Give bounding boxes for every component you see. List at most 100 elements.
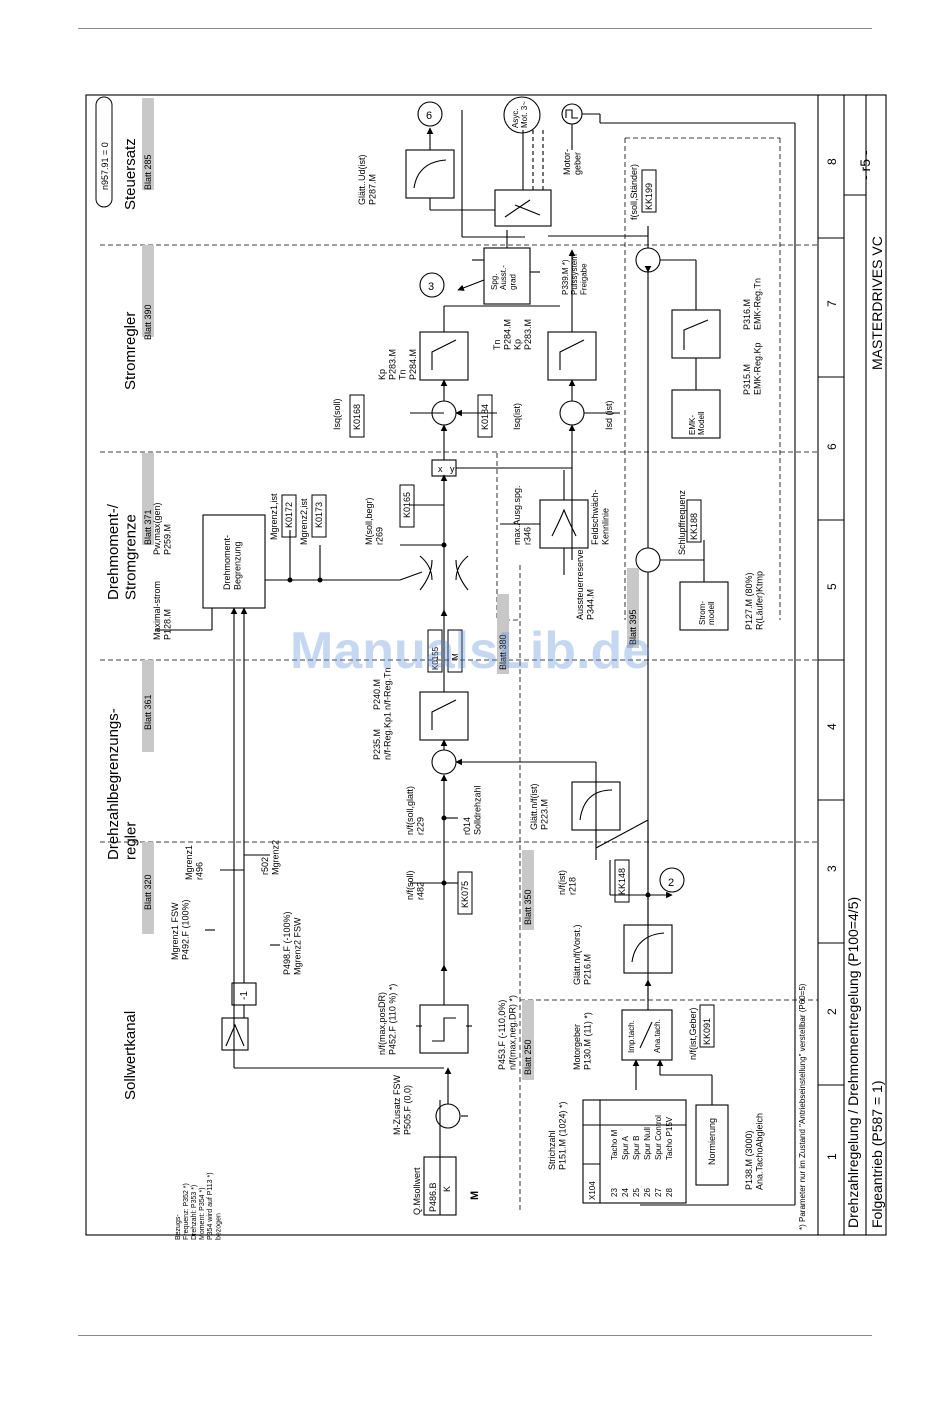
p339: P339.M *)PulssystemFreigabe — [561, 254, 588, 295]
kk075-box — [457, 871, 473, 915]
k0173-box — [311, 494, 327, 538]
emk-model-block — [671, 389, 721, 439]
encoder-pin: 25 — [632, 1188, 641, 1197]
k0184-box — [477, 394, 493, 438]
encoder-pin: 28 — [665, 1188, 674, 1197]
encoder-pin: 23 — [610, 1188, 619, 1197]
column-number: 1 — [825, 1153, 839, 1160]
p240: P240.Mn/f-Reg.Tn — [372, 667, 392, 710]
column-number: 4 — [825, 723, 839, 730]
kp-tn-d: TnP284.MKpP283.M — [492, 319, 533, 350]
current-controller-d-block — [547, 331, 597, 381]
maximalstrom: Maximal-stromP128.M — [152, 581, 172, 640]
encoder-pin: 24 — [621, 1188, 630, 1197]
limiter-pos: n/f(max,posDR)P452.F (110 %) *) — [377, 984, 397, 1055]
encoder-signal: Spur Null — [643, 1127, 652, 1160]
kk148-box — [614, 859, 630, 903]
p315: P315.MEMK-Reg.Kp — [742, 342, 762, 395]
kk199: KK199 — [644, 183, 654, 210]
encoder-signal: Spur A — [621, 1135, 630, 1160]
section-steuersatz: Steuersatz — [122, 138, 139, 210]
watermark: ManualsLib.de — [290, 622, 651, 680]
glatt-vorst: Glätt.n/f(Vorst.)P216.M — [572, 924, 592, 985]
m-circle-label: M — [469, 1191, 481, 1200]
kk091-box — [699, 1004, 715, 1048]
blatt-380: Blatt 380 — [498, 634, 508, 670]
mgrenz2-ist: Mgrenz2,ist — [299, 498, 309, 545]
product-name: MASTERDRIVES VC — [869, 236, 885, 370]
limiter-neg: P453.F (-110,0%)n/f(max,neg.DR) *) — [497, 995, 517, 1070]
mgrenz1-fsw: Mgrenz1 FSWP492.F (100%) — [170, 899, 190, 960]
kp-tn-q: KpP283.MTnP284.M — [377, 349, 418, 380]
p138: P138.M (3000)Ana.TachoAbgleich — [744, 1113, 764, 1190]
blatt-371: Blatt 371 — [143, 509, 153, 545]
normierung: Normierung — [707, 1118, 717, 1165]
schlupffrequenz: Schlupffrequenz — [677, 490, 687, 555]
blatt-395: Blatt 395 — [628, 609, 638, 645]
pw-max: Pw,max(gen)P259.M — [152, 502, 172, 555]
encoder-pin: 27 — [654, 1188, 663, 1197]
sheet-number: - r5 - — [857, 150, 873, 180]
k0168: K0168 — [352, 404, 362, 430]
r014: r014Solldrehzahl — [462, 785, 482, 835]
motorgeber-param: MotorgeberP130.M (11) *) — [572, 1012, 592, 1070]
top-rule — [78, 28, 872, 29]
m-zusatz: M-Zusatz FSWP505.F (0,0) — [392, 1074, 412, 1135]
k0172-box — [281, 494, 297, 538]
m-mid: M — [451, 653, 460, 660]
blatt-350: Blatt 350 — [523, 889, 533, 925]
smoothing-ud-block — [405, 149, 455, 199]
isq-soll: Isq(soll) — [332, 398, 342, 430]
column-number: 2 — [825, 1008, 839, 1015]
encoder-selector-block — [621, 1009, 673, 1061]
kk148: KK148 — [617, 868, 627, 895]
p127: P127.M (80%)R(Läufer)Ktmp — [744, 571, 764, 630]
section-sollwertkanal: Sollwertkanal — [122, 1011, 139, 1100]
bezugs-note: Bezugs-Frequenz: P352 *)Drehzahl: P353 *… — [175, 1172, 222, 1240]
nf-soll: n/f(soll)r482 — [405, 870, 425, 900]
mgrenz2-r502: r502Mgrenz2 — [260, 840, 280, 875]
bottom-rule — [78, 1335, 872, 1336]
k0165: K0165 — [402, 492, 412, 518]
m-box — [447, 629, 463, 673]
title-line2: Folgeantrieb (P587 = 1) — [869, 1081, 885, 1228]
mgrenz1-r496: Mgrenz1r496 — [184, 845, 204, 880]
blatt-285: Blatt 285 — [143, 154, 153, 190]
spg: Spg.Ausst.-grad — [490, 265, 517, 290]
isq-ist: Isq(ist) — [512, 403, 522, 430]
indicator-n957: n957.91 = 0 — [100, 142, 110, 190]
kk091: KK091 — [702, 1018, 712, 1045]
ana-tach: Ana.tach. — [653, 1019, 662, 1053]
x104: X104 — [588, 1181, 597, 1200]
blatt-361: Blatt 361 — [143, 694, 153, 730]
isd-ist: Isd (ist) — [604, 400, 614, 430]
nf-ist: n/f(ist)r218 — [557, 870, 577, 895]
encoder-signal: Spur B — [632, 1136, 641, 1160]
p486: P486.B — [428, 1182, 438, 1212]
column-number: 6 — [825, 443, 839, 450]
strom-modell: Strom-modell — [698, 601, 716, 625]
footnote: *) Parameter nur im Zustand "Antriebsein… — [798, 983, 807, 1230]
glatt-nf-ist: Glätt.n/f(ist)P223.M — [529, 783, 549, 830]
p316: P316.MEMK-Reg.Tn — [742, 278, 762, 330]
blatt-250: Blatt 250 — [523, 1039, 533, 1075]
q-msollwert: Q.Msollwert — [412, 1167, 422, 1215]
glatt-ud: Glätt..Ud(ist)P287.M — [357, 154, 377, 205]
column-number: 3 — [825, 865, 839, 872]
ausseuerreserve: AussteuerreserveP344.M — [575, 549, 595, 620]
kk199-box — [641, 169, 657, 213]
strichzahl: StrichzahlP151.M (1024) *) — [547, 1101, 567, 1170]
kk188-box — [686, 499, 702, 543]
kk075: KK075 — [460, 881, 470, 908]
section-drehmoment: Drehmoment-/Stromgrenze — [105, 503, 139, 600]
x104-top — [582, 1163, 601, 1204]
xy-y: y — [450, 464, 455, 474]
encoder-signal: Spur Control — [654, 1115, 663, 1160]
k-label: K — [442, 1186, 452, 1192]
column-number: 5 — [825, 583, 839, 590]
mgrenz2-fsw: P498.F (-100%)Mgrenz2 FSW — [282, 911, 302, 975]
blatt-390: Blatt 390 — [143, 304, 153, 340]
section-drehzahlbegrenzung: Drehzahlbegrenzungs-regler — [105, 708, 139, 860]
xy-x: x — [438, 464, 443, 474]
